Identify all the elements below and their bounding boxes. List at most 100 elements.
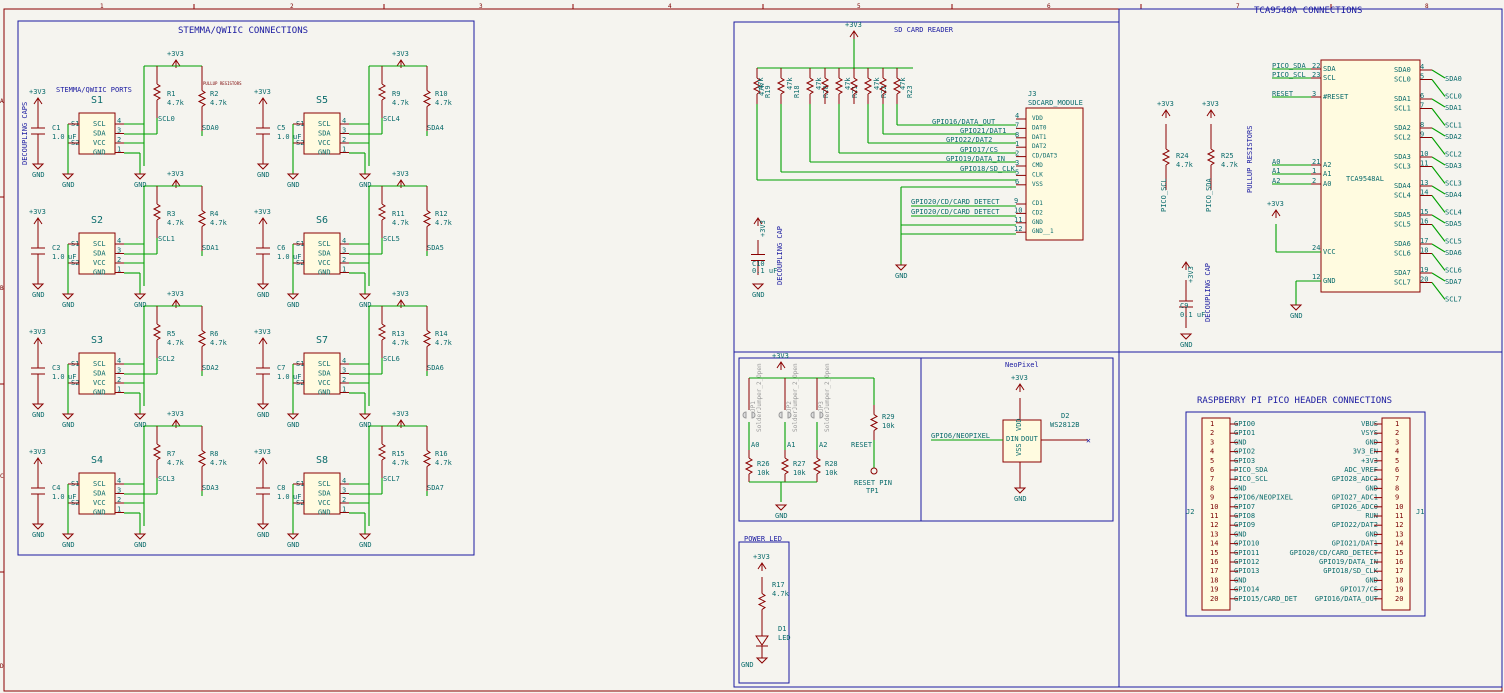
cap-unit: uF: [293, 493, 301, 501]
pin-name: SDA6: [1394, 240, 1411, 248]
pin-name: VCC: [93, 379, 106, 387]
resistor-ref: R25: [1221, 152, 1234, 160]
address-jumpers: +3V3SolderJumper_2_OpenJP1A0R2610kSolder…: [743, 352, 895, 520]
wire: [1432, 254, 1445, 271]
pin-name: GND: [318, 509, 331, 517]
pin-number: 1: [117, 146, 121, 154]
pin-number: 17: [1395, 567, 1403, 575]
test-point: [871, 468, 877, 474]
ground-label: GND: [134, 301, 147, 309]
stemma-ports-label: STEMMA/QWIIC PORTS: [56, 86, 132, 94]
resistor: [424, 211, 430, 227]
no-connect-icon: ✕: [1086, 436, 1091, 445]
net-scl: SCL6: [383, 355, 400, 363]
net-sda: SDA7: [427, 484, 444, 492]
cap-unit: uF: [68, 253, 76, 261]
pin-name: VCC: [318, 139, 331, 147]
pico-right-net: GPIO19/DATA_IN: [1319, 558, 1378, 566]
power-label: +3V3: [254, 328, 271, 336]
resistor-value: 4.7k: [167, 459, 185, 467]
pin-name: CLK: [1032, 171, 1043, 178]
ground-label: GND: [359, 301, 372, 309]
connector-ref: S4: [91, 455, 103, 466]
cap-ref: C4: [52, 484, 60, 492]
ground-symbol: [757, 658, 767, 663]
pin-name: VCC: [93, 139, 106, 147]
resistor-value: 4.7k: [435, 219, 453, 227]
cap-ref: C7: [277, 364, 285, 372]
ground-symbol: [33, 164, 43, 169]
ground-label: GND: [287, 181, 300, 189]
pin-name: SDA: [93, 370, 106, 378]
reset-net: RESET: [851, 441, 873, 449]
ground-symbol: [258, 284, 268, 289]
power-label: +3V3: [29, 448, 46, 456]
pin-number: 5: [1210, 457, 1214, 465]
pin-name: SCL: [93, 360, 106, 368]
jumper-ref: JP3: [818, 401, 825, 412]
pin-number: 1: [1210, 420, 1214, 428]
pin-number: 18: [1395, 576, 1403, 584]
pin-name: SCL: [318, 120, 331, 128]
pin-name: SCL4: [1394, 192, 1411, 200]
resistor-value: 4.7k: [1221, 161, 1239, 169]
cap-value: 0.1 uF: [1180, 311, 1205, 319]
net-scl: SCL0: [158, 115, 175, 123]
pin-number: 7: [1210, 475, 1214, 483]
pin-number: 11: [1420, 160, 1428, 168]
pin-name: VCC: [1323, 248, 1336, 256]
power-label: +3V3: [392, 50, 409, 58]
pico-left-net: PICO_SDA: [1234, 466, 1269, 474]
resistor-value: 10k: [825, 469, 838, 477]
pin-name: A1: [1323, 170, 1331, 178]
net-sda: SDA1: [202, 244, 219, 252]
j1-ref: J1: [1416, 508, 1424, 516]
pin-name: SCL5: [1394, 221, 1411, 229]
pico-left-net: GPIO15/CARD_DET: [1234, 595, 1298, 603]
pin-number: 16: [1395, 558, 1403, 566]
pin-number: 3: [117, 367, 121, 375]
net-label: SCL1: [1445, 122, 1462, 130]
pin-number: 19: [1395, 586, 1403, 594]
net-scl: SCL4: [383, 115, 400, 123]
pin-number: 2: [342, 136, 346, 144]
pin-number: 4: [1395, 448, 1399, 456]
connector-ref: S3: [91, 335, 103, 346]
net-sda: SDA3: [202, 484, 219, 492]
pin-number: 10: [1420, 150, 1428, 158]
pin-number: 14: [1420, 189, 1428, 197]
resistor: [154, 204, 160, 220]
ground-label: GND: [62, 301, 75, 309]
resistor: [759, 594, 765, 610]
wire: [1432, 138, 1445, 155]
net-label: SCL7: [1445, 296, 1462, 304]
stemma-title: STEMMA/QWIIC CONNECTIONS: [178, 26, 308, 36]
ground-label: GND: [257, 291, 270, 299]
pin-name: SCL: [93, 240, 106, 248]
wire: [1432, 109, 1445, 126]
ground-symbol: [63, 294, 73, 299]
pin-number: 3: [342, 487, 346, 495]
resistor-ref: R17: [772, 581, 785, 589]
cap-value: 1.0: [277, 133, 290, 141]
tca-title: TCA9548A CONNECTIONS: [1254, 6, 1362, 16]
net-scl: SCL3: [158, 475, 175, 483]
resistor: [807, 78, 813, 94]
pin-number: 20: [1210, 595, 1218, 603]
resistor-ref: R16: [435, 450, 448, 458]
resistor: [746, 458, 752, 474]
resistor-ref: R18: [793, 85, 801, 98]
pin-number: 2: [1210, 429, 1214, 437]
resistor: [1208, 149, 1214, 165]
pin-name: VCC: [318, 379, 331, 387]
pin-number: 12: [1395, 521, 1403, 529]
pin-number: 10: [1395, 503, 1403, 511]
row-ruler: ABCD: [0, 98, 4, 670]
column-label: 5: [857, 3, 861, 10]
wire: [1432, 80, 1445, 97]
resistor: [814, 458, 820, 474]
pin-name: GND__1: [1032, 228, 1054, 235]
pin-name: #RESET: [1323, 93, 1349, 101]
cap-label: DECOUPLING CAP: [1204, 263, 1212, 322]
pin-name: GND: [93, 149, 106, 157]
